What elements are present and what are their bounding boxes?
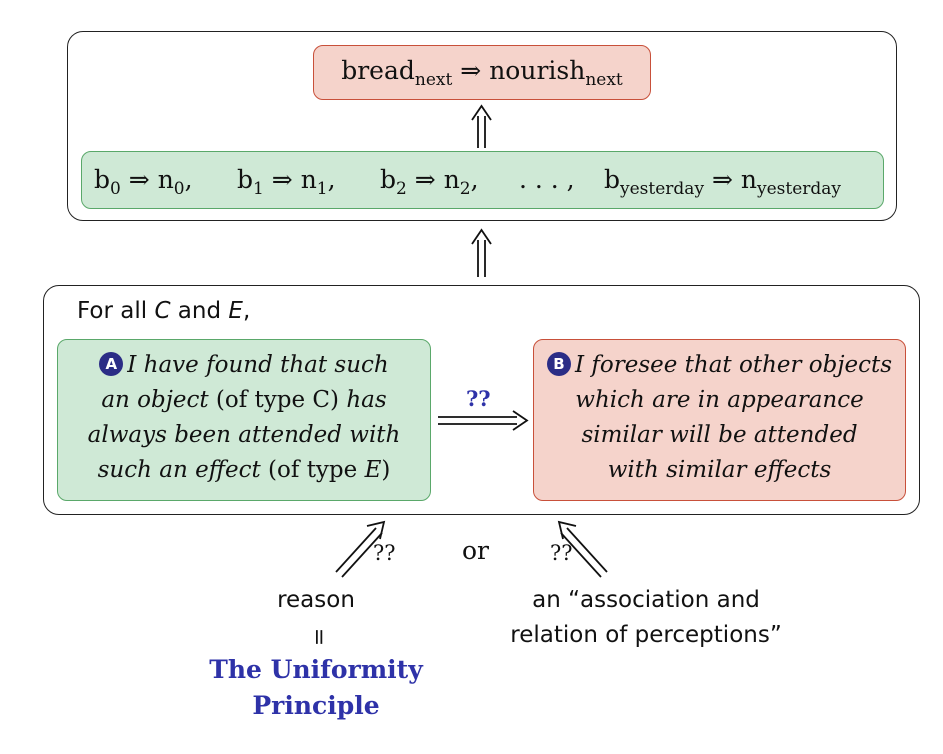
association-label-line2: relation of perceptions” bbox=[510, 622, 782, 648]
premise-a-line3: always been attended with bbox=[87, 422, 401, 448]
reason-label: reason bbox=[277, 587, 355, 613]
association-label-line1: an “association and bbox=[532, 587, 760, 613]
quantifier-text: For all C and E, bbox=[77, 298, 251, 324]
association-arrow bbox=[557, 520, 608, 578]
instance-2: b2 ⇒ n2, bbox=[380, 165, 479, 199]
conclusion-left-sub: next bbox=[414, 70, 453, 90]
premise-a-line2: an object (of type C) has bbox=[101, 387, 387, 413]
inference-question-label: ?? bbox=[466, 386, 491, 411]
up-double-arrow-top bbox=[471, 104, 492, 148]
conclusion-box: breadnext ⇒ nourishnext bbox=[313, 45, 651, 100]
instance-ellipsis: . . . , bbox=[519, 165, 575, 194]
prediction-b-line2: which are in appearance bbox=[575, 387, 864, 413]
uniformity-principle-line2: Principle bbox=[252, 691, 380, 720]
prediction-b-line4: with similar effects bbox=[607, 457, 832, 483]
conclusion-right: nourish bbox=[489, 56, 586, 85]
uniformity-principle-line1: The Uniformity bbox=[209, 655, 423, 684]
or-label: or bbox=[462, 536, 490, 565]
badge-a: A bbox=[99, 352, 124, 376]
badge-b: B bbox=[546, 352, 571, 376]
premise-a-line4: such an effect (of type E) bbox=[97, 457, 391, 483]
instance-0: b0 ⇒ n0, bbox=[94, 165, 193, 199]
instance-yesterday: byesterday ⇒ nyesterday bbox=[604, 165, 842, 199]
association-question-label: ?? bbox=[550, 541, 573, 565]
reason-question-label: ?? bbox=[373, 541, 396, 565]
instances-box: b0 ⇒ n0, b1 ⇒ n1, b2 ⇒ n2, . . . , byest… bbox=[81, 151, 884, 209]
prediction-b-line3: similar will be attended bbox=[581, 422, 858, 448]
conclusion-right-sub: next bbox=[585, 70, 623, 90]
up-double-arrow-middle bbox=[471, 228, 492, 277]
instance-1: b1 ⇒ n1, bbox=[237, 165, 336, 199]
right-double-arrow bbox=[438, 410, 529, 431]
reason-arrow bbox=[335, 520, 386, 578]
implies-symbol: ⇒ bbox=[460, 56, 482, 85]
conclusion-left: bread bbox=[341, 56, 415, 85]
conclusion-text: breadnext ⇒ nourishnext bbox=[314, 56, 650, 89]
